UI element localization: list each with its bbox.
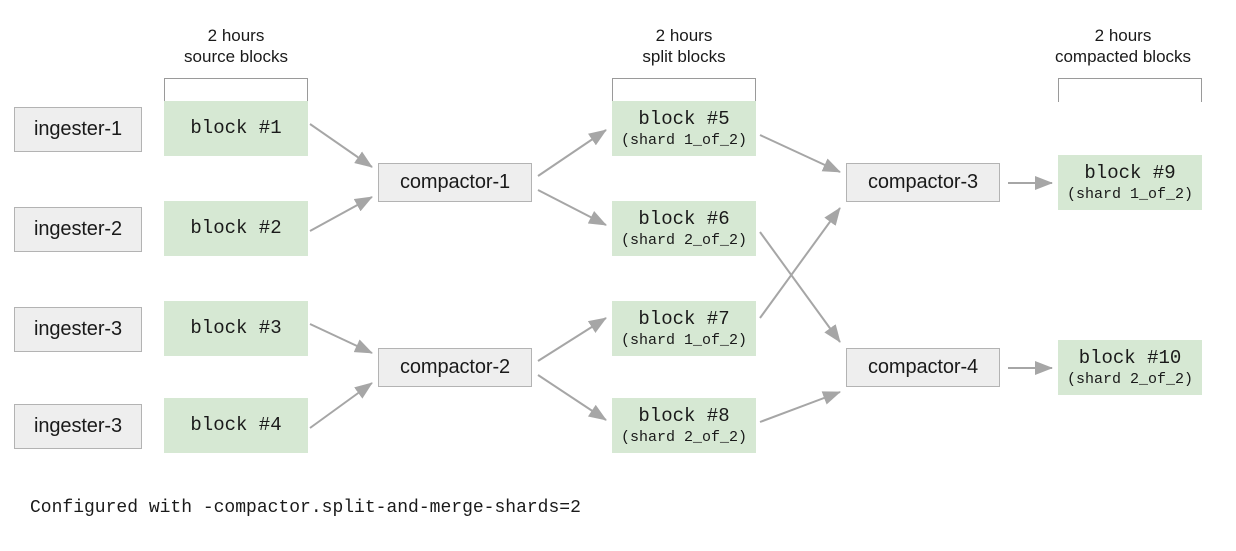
block-title: block #10 xyxy=(1078,346,1182,369)
arrow-e-c2-b7 xyxy=(537,317,607,362)
block-title: block #7 xyxy=(638,307,730,330)
compactor-compactor-4[interactable]: compactor-4 xyxy=(846,348,1000,387)
split-block-block-5[interactable]: block #5(shard 1_of_2) xyxy=(612,101,756,156)
ingester-ingester-2[interactable]: ingester-2 xyxy=(14,207,142,252)
source-block-block-1[interactable]: block #1 xyxy=(164,101,308,156)
group-label-source-group: 2 hours source blocks xyxy=(164,25,308,67)
compactor-compactor-3[interactable]: compactor-3 xyxy=(846,163,1000,202)
bracket-compacted-group xyxy=(1058,78,1202,102)
compactor-compactor-1[interactable]: compactor-1 xyxy=(378,163,532,202)
block-shard-label: (shard 1_of_2) xyxy=(1066,185,1194,203)
arrow-e-b4-c2 xyxy=(309,382,373,429)
ingester-ingester-3[interactable]: ingester-3 xyxy=(14,307,142,352)
source-block-block-2[interactable]: block #2 xyxy=(164,201,308,256)
ingester-ingester-1[interactable]: ingester-1 xyxy=(14,107,142,152)
group-label-line2: source blocks xyxy=(184,47,288,66)
bracket-source-group xyxy=(164,78,308,102)
block-title: block #4 xyxy=(190,414,282,436)
group-label-compacted-group: 2 hours compacted blocks xyxy=(1043,25,1203,67)
diagram-caption: Configured with -compactor.split-and-mer… xyxy=(30,498,581,518)
node-label: compactor-3 xyxy=(867,171,979,193)
block-shard-label: (shard 2_of_2) xyxy=(620,428,748,446)
group-label-line1: 2 hours xyxy=(207,26,265,45)
arrow-e-b7-c3 xyxy=(759,207,841,319)
source-block-block-3[interactable]: block #3 xyxy=(164,301,308,356)
node-label: compactor-4 xyxy=(867,356,979,378)
block-title: block #9 xyxy=(1084,161,1176,184)
group-label-line2: split blocks xyxy=(642,47,726,66)
node-label: ingester-1 xyxy=(34,118,122,140)
split-block-block-8[interactable]: block #8(shard 2_of_2) xyxy=(612,398,756,453)
arrow-e-b8-c4 xyxy=(759,391,841,423)
compacted-block-block-10[interactable]: block #10(shard 2_of_2) xyxy=(1058,340,1202,395)
group-label-line1: 2 hours xyxy=(1094,26,1152,45)
arrow-e-b1-c1 xyxy=(309,123,373,168)
ingester-ingester-4[interactable]: ingester-3 xyxy=(14,404,142,449)
block-shard-label: (shard 2_of_2) xyxy=(620,231,748,249)
block-title: block #3 xyxy=(190,317,282,339)
arrow-e-c1-b6 xyxy=(537,189,607,226)
compactor-compactor-2[interactable]: compactor-2 xyxy=(378,348,532,387)
group-label-line2: compacted blocks xyxy=(1054,47,1192,66)
source-block-block-4[interactable]: block #4 xyxy=(164,398,308,453)
block-shard-label: (shard 1_of_2) xyxy=(620,131,748,149)
split-block-block-6[interactable]: block #6(shard 2_of_2) xyxy=(612,201,756,256)
block-shard-label: (shard 2_of_2) xyxy=(1066,370,1194,388)
arrow-e-b3-c2 xyxy=(309,323,373,354)
arrow-e-b6-c4 xyxy=(759,231,841,343)
block-title: block #8 xyxy=(638,404,730,427)
block-title: block #1 xyxy=(190,117,282,139)
compacted-block-block-9[interactable]: block #9(shard 1_of_2) xyxy=(1058,155,1202,210)
block-title: block #6 xyxy=(638,207,730,230)
node-label: ingester-2 xyxy=(34,218,122,240)
arrow-e-b2-c1 xyxy=(309,196,373,232)
split-block-block-7[interactable]: block #7(shard 1_of_2) xyxy=(612,301,756,356)
block-title: block #2 xyxy=(190,217,282,239)
arrow-e-c1-b5 xyxy=(537,129,607,177)
node-label: compactor-1 xyxy=(399,171,511,193)
block-shard-label: (shard 1_of_2) xyxy=(620,331,748,349)
node-label: ingester-3 xyxy=(34,318,122,340)
node-label: ingester-3 xyxy=(34,415,122,437)
group-label-split-group: 2 hours split blocks xyxy=(612,25,756,67)
group-label-line1: 2 hours xyxy=(655,26,713,45)
block-title: block #5 xyxy=(638,107,730,130)
bracket-split-group xyxy=(612,78,756,102)
node-label: compactor-2 xyxy=(399,356,511,378)
arrow-e-b5-c3 xyxy=(759,134,841,173)
arrow-e-c2-b8 xyxy=(537,374,607,421)
